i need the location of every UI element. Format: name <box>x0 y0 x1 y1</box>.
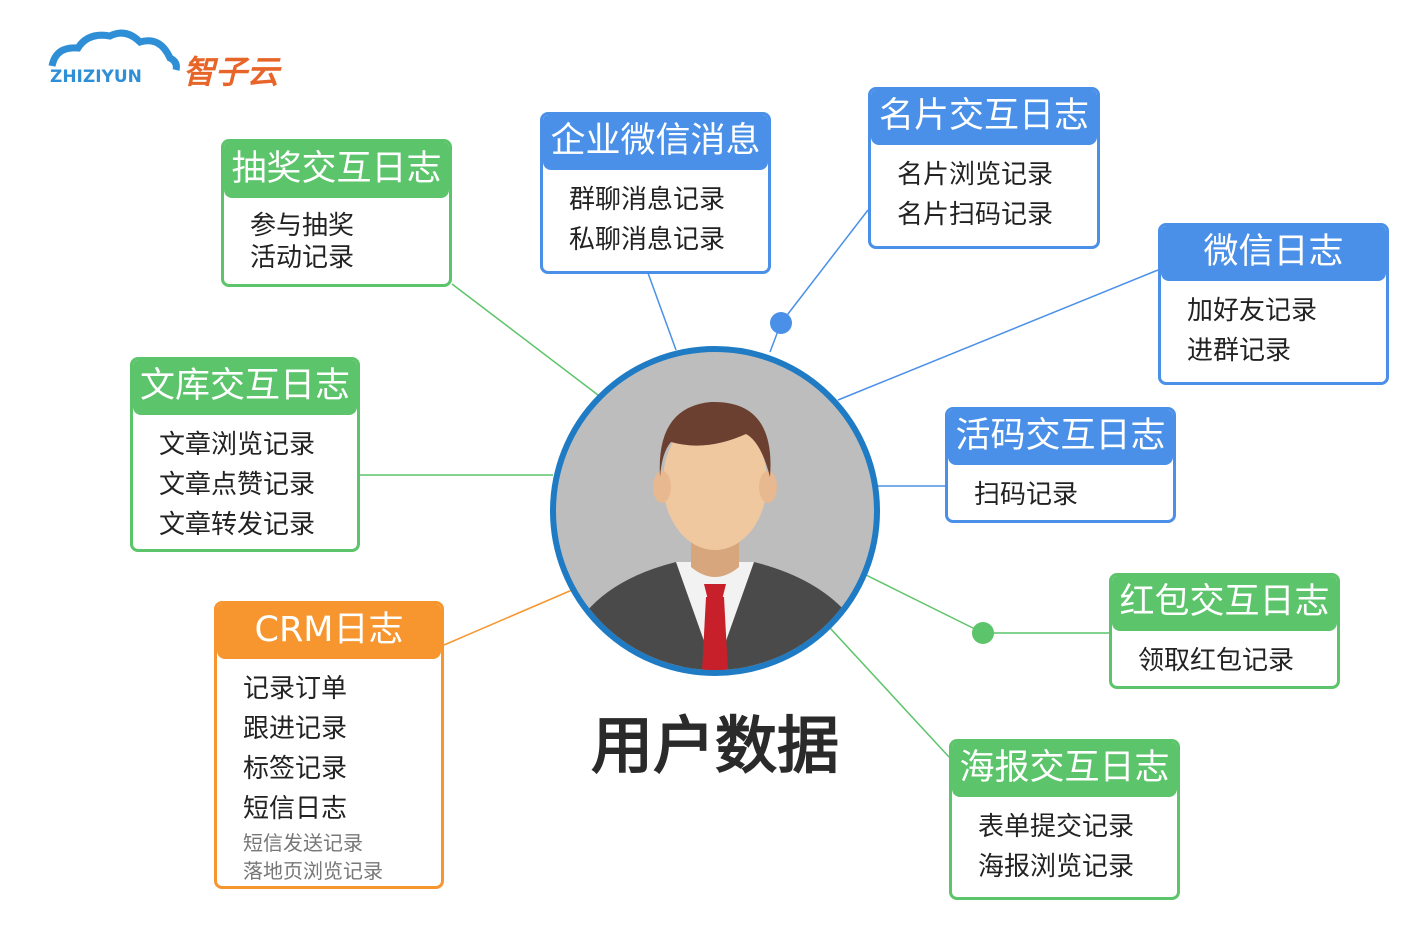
list-item: 进群记录 <box>1187 336 1292 366</box>
list-item: 文章转发记录 <box>159 510 316 540</box>
line-redpacket-2 <box>865 574 984 634</box>
user-avatar <box>550 346 880 676</box>
dot-redpacket <box>972 622 994 644</box>
list-item: 群聊消息记录 <box>569 185 726 215</box>
box-title: CRM日志 <box>217 604 441 659</box>
dot-card <box>770 312 792 334</box>
line-wecom <box>647 272 677 351</box>
box-title: 活码交互日志 <box>948 410 1173 465</box>
box-title: 名片交互日志 <box>871 90 1097 145</box>
center-title: 用户数据 <box>590 709 839 782</box>
list-item: 短信日志 <box>243 794 348 824</box>
box-wechat-log: 微信日志 加好友记录进群记录 <box>1158 223 1389 385</box>
list-item: 文章点赞记录 <box>159 470 316 500</box>
list-item: 标签记录 <box>243 754 348 784</box>
logo: ZHIZIYUN <box>48 28 183 92</box>
list-item: 活动记录 <box>250 243 355 273</box>
list-item: 名片扫码记录 <box>897 200 1054 230</box>
box-title: 企业微信消息 <box>543 115 768 170</box>
box-card-log: 名片交互日志 名片浏览记录名片扫码记录 <box>868 87 1100 249</box>
list-item: 记录订单 <box>243 674 348 704</box>
box-title: 海报交互日志 <box>952 742 1177 797</box>
logo-en-text: ZHIZIYUN <box>50 67 142 87</box>
list-item: 表单提交记录 <box>978 812 1135 842</box>
box-redpacket-log: 红包交互日志 领取红包记录 <box>1109 573 1340 689</box>
box-crm-log: CRM日志 记录订单 跟进记录 标签记录 短信日志 短信发送记录 落地页浏览记录 <box>214 601 444 889</box>
box-title: 文库交互日志 <box>133 360 357 415</box>
box-poster-log: 海报交互日志 表单提交记录海报浏览记录 <box>949 739 1180 900</box>
box-library-log: 文库交互日志 文章浏览记录文章点赞记录文章转发记录 <box>130 357 360 552</box>
cloud-logo-icon: ZHIZIYUN <box>48 29 180 87</box>
box-title: 抽奖交互日志 <box>224 142 449 198</box>
box-qrcode-log: 活码交互日志 扫码记录 <box>945 407 1176 523</box>
line-poster <box>829 627 950 758</box>
logo-cn-text: 智子云 <box>183 53 280 91</box>
list-item: 跟进记录 <box>243 714 348 744</box>
person-icon <box>577 401 855 670</box>
list-item: 海报浏览记录 <box>978 852 1135 882</box>
list-item: 名片浏览记录 <box>897 160 1054 190</box>
line-lottery <box>451 283 599 396</box>
line-crm <box>443 589 573 646</box>
list-item: 加好友记录 <box>1187 296 1318 326</box>
box-title: 微信日志 <box>1161 226 1386 281</box>
sub-list-item: 短信发送记录 <box>243 831 363 855</box>
list-item: 参与抽奖 <box>250 211 355 241</box>
box-wecom-messages: 企业微信消息 群聊消息记录私聊消息记录 <box>540 112 771 274</box>
box-lottery-log: 抽奖交互日志 参与抽奖活动记录 <box>221 139 452 287</box>
sub-list-item: 落地页浏览记录 <box>243 859 383 883</box>
box-title: 红包交互日志 <box>1112 576 1337 631</box>
line-card <box>780 209 869 324</box>
list-item: 私聊消息记录 <box>569 225 726 255</box>
line-wechat <box>837 269 1159 401</box>
list-item: 扫码记录 <box>974 480 1079 510</box>
list-item: 领取红包记录 <box>1138 646 1295 676</box>
list-item: 文章浏览记录 <box>159 430 316 460</box>
